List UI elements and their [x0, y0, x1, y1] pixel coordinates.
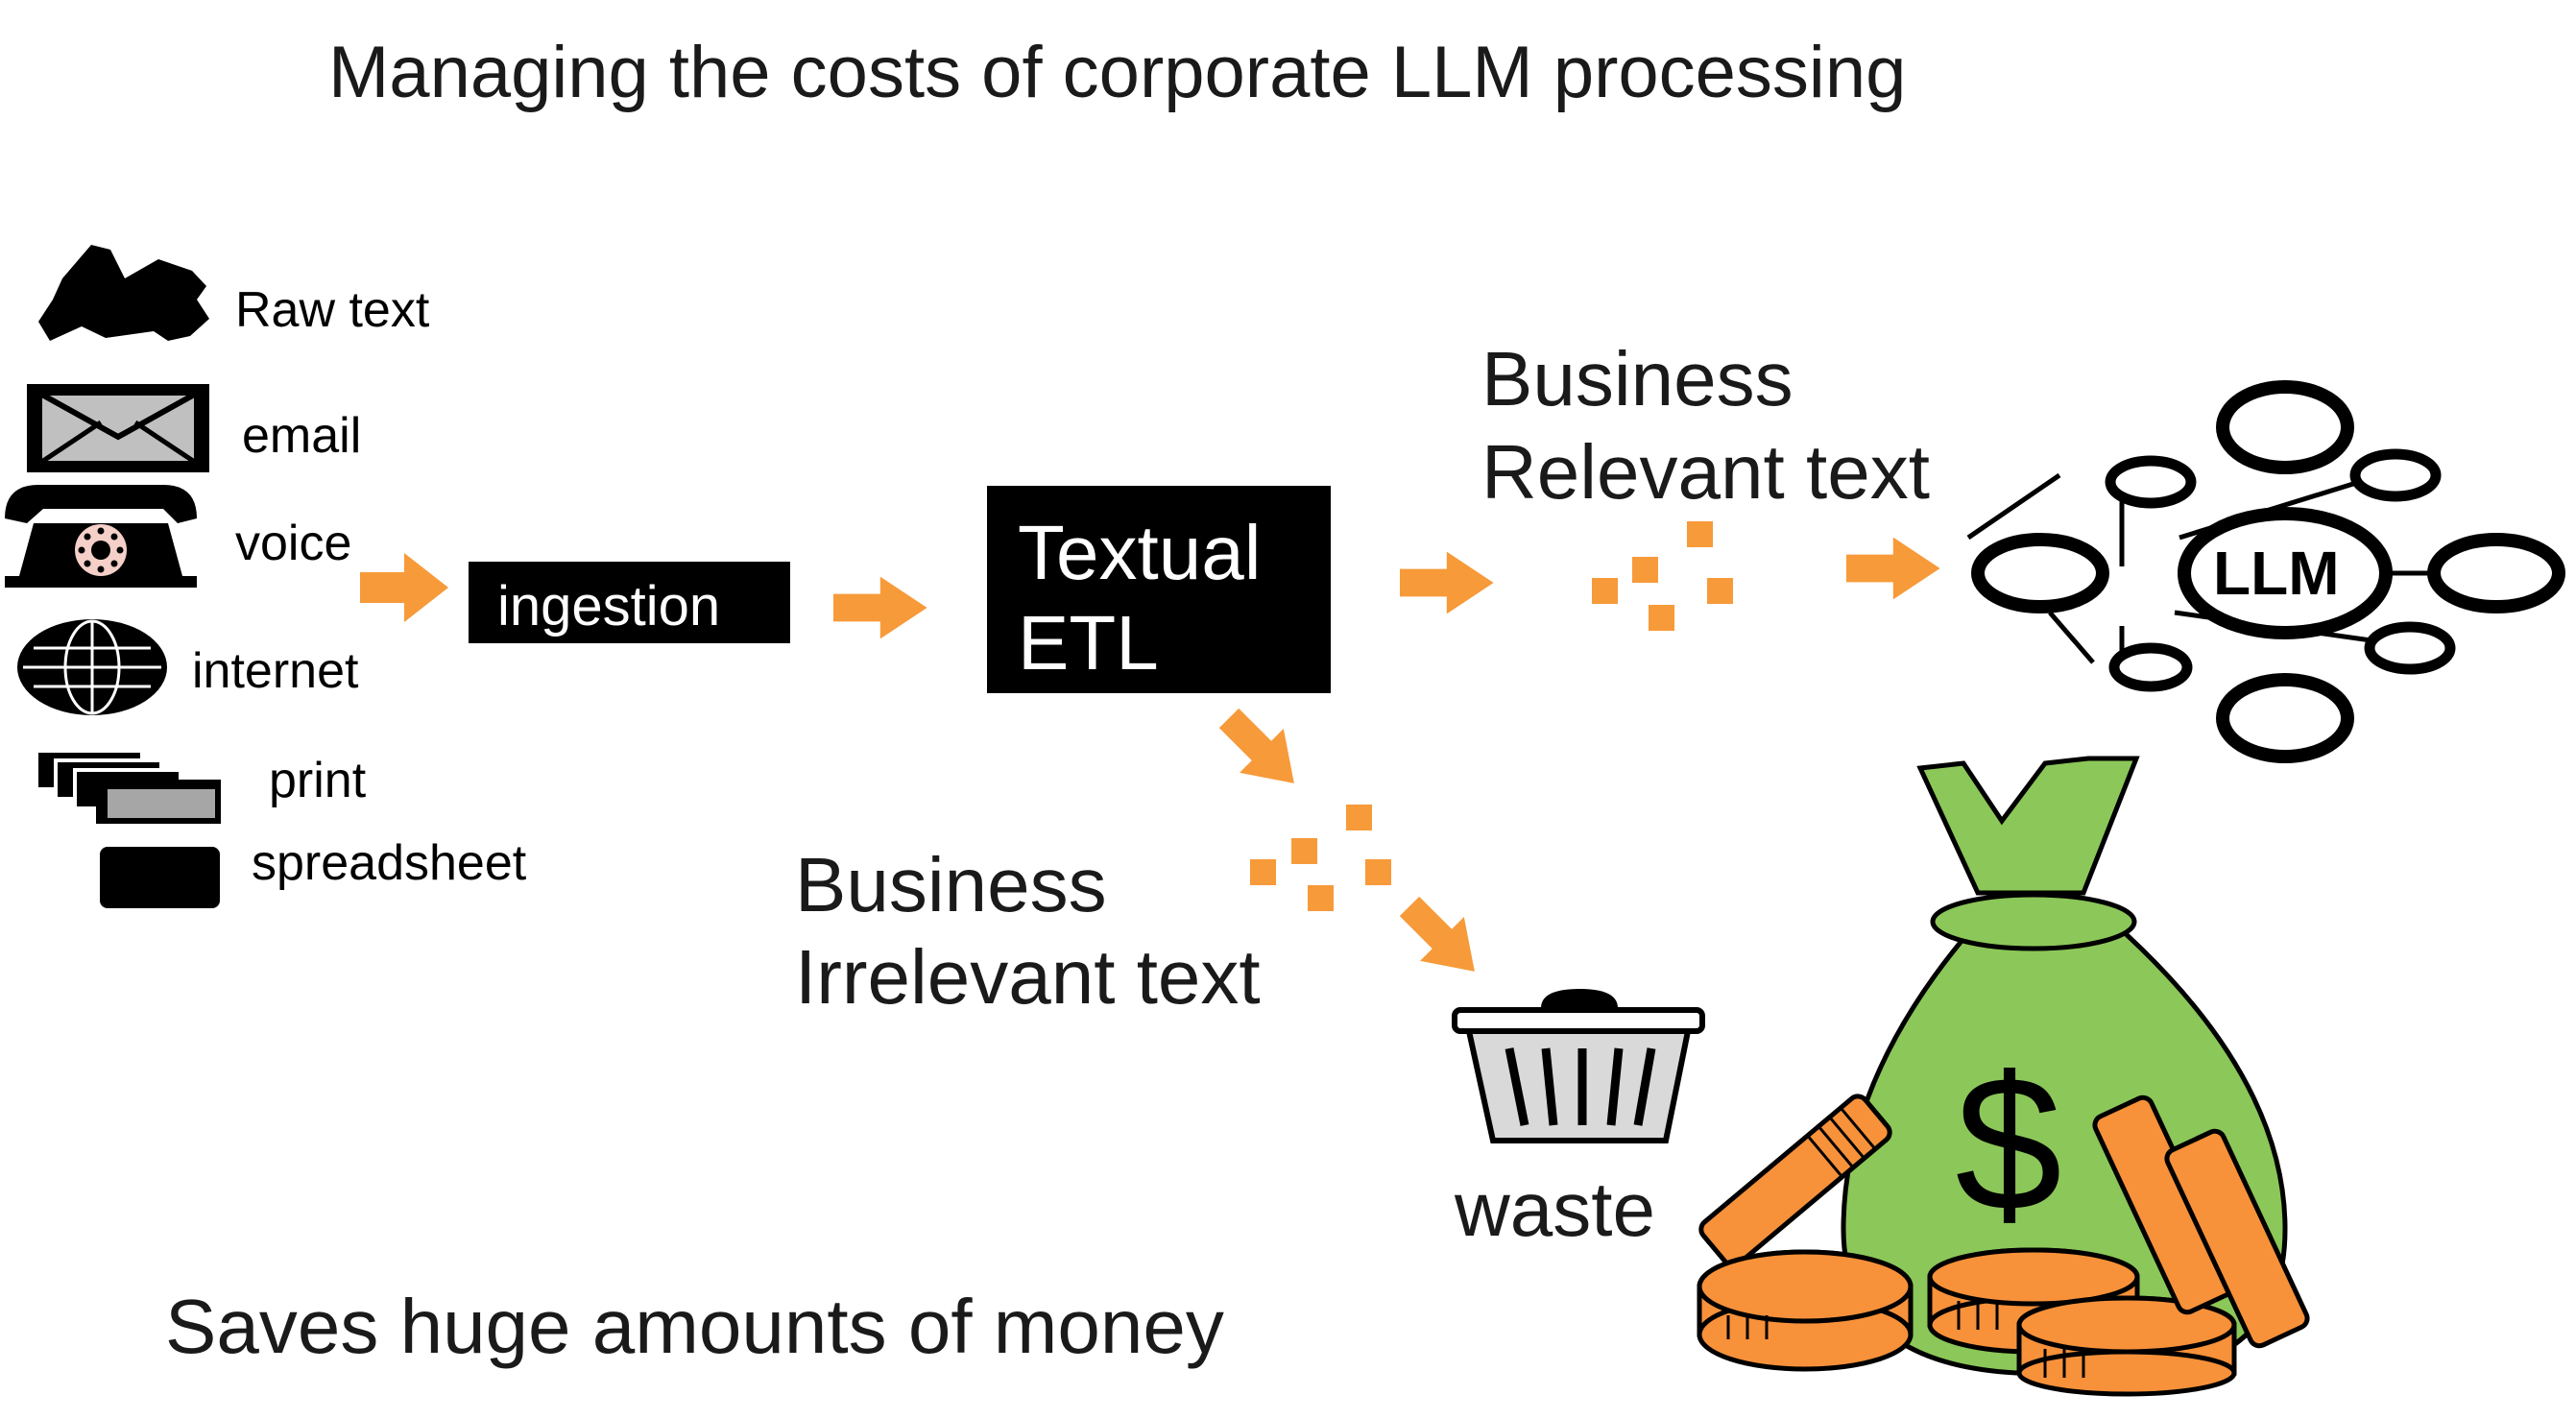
etl-label-line2: ETL	[1018, 600, 1159, 685]
email-icon	[27, 384, 209, 472]
coin-stack-icon	[1697, 1094, 2310, 1397]
spreadsheet-label: spreadsheet	[252, 835, 527, 891]
svg-text:$: $	[1955, 1037, 2061, 1251]
etl-label-line1: Textual	[1018, 510, 1262, 595]
footer-statement: Saves huge amounts of money	[165, 1284, 1224, 1369]
waste-label: waste	[1455, 1166, 1655, 1252]
raw-text-label: Raw text	[235, 282, 430, 338]
relevant-text-fragments	[1592, 521, 1733, 631]
diagram-title: Managing the costs of corporate LLM proc…	[328, 32, 1907, 113]
arrow-to-llm	[1846, 537, 1940, 600]
email-label: email	[242, 408, 362, 464]
waste-basket-icon	[1452, 989, 1705, 1143]
arrow-to-etl	[833, 576, 927, 639]
arrow-to-relevant	[1400, 551, 1494, 614]
textual-etl-box: Textual ETL	[987, 486, 1331, 693]
irrelevant-label-line2: Irrelevant text	[795, 934, 1261, 1020]
ingestion-box: ingestion	[469, 562, 790, 643]
relevant-label-line1: Business	[1481, 336, 1794, 421]
raw-text-icon	[38, 245, 209, 341]
dollar-sign: $	[1955, 1037, 2061, 1251]
voice-label: voice	[235, 516, 352, 571]
telephone-icon	[5, 485, 197, 588]
spreadsheet-icon	[100, 847, 220, 908]
arrow-to-waste	[1387, 884, 1497, 994]
print-icon	[35, 749, 221, 824]
relevant-label-line2: Relevant text	[1481, 429, 1930, 515]
llm-label: LLM	[2213, 539, 2340, 608]
arrow-to-irrelevant	[1207, 696, 1316, 806]
internet-label: internet	[192, 643, 359, 699]
llm-network-icon	[1966, 380, 2565, 763]
globe-icon	[17, 619, 167, 715]
ingestion-label: ingestion	[497, 575, 721, 637]
irrelevant-label-line1: Business	[795, 842, 1107, 927]
print-label: print	[269, 753, 367, 808]
irrelevant-text-fragments	[1250, 805, 1391, 911]
arrow-to-ingestion	[360, 553, 448, 622]
